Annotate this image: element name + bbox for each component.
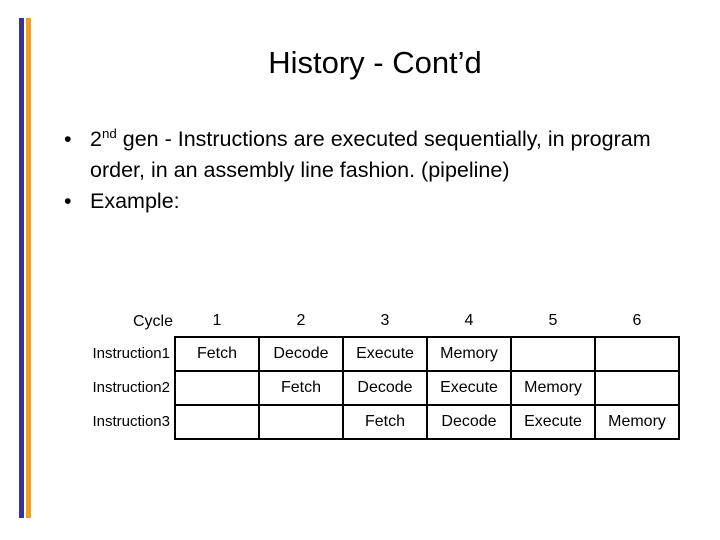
table-row: Instruction3 Fetch Decode Execute Memory: [41, 404, 680, 440]
cell-r1c4: Memory: [426, 336, 512, 372]
cell-r3c5: Execute: [510, 404, 596, 440]
cell-r3c1: [174, 404, 260, 440]
cell-r2c5: Memory: [510, 370, 596, 406]
pipeline-table: Cycle 1 2 3 4 5 6 Instruction1 Fetch Dec…: [41, 306, 680, 440]
column-header-5: 5: [548, 312, 558, 329]
row-label-instruction2: Instruction2: [92, 379, 170, 396]
bullet-1-superscript: nd: [101, 125, 117, 141]
cell-r1c1: Fetch: [174, 336, 260, 372]
row-label-instruction1: Instruction1: [92, 345, 170, 362]
column-header-6: 6: [632, 312, 642, 329]
column-header-4: 4: [464, 312, 474, 329]
row-label-instruction3: Instruction3: [92, 413, 170, 430]
pipeline-table-container: Cycle 1 2 3 4 5 6 Instruction1 Fetch Dec…: [41, 306, 681, 440]
accent-bar-orange: [26, 18, 31, 518]
cell-r1c3: Execute: [342, 336, 428, 372]
column-header-2: 2: [296, 312, 306, 329]
cell-r1c2: Decode: [258, 336, 344, 372]
bullet-marker-icon: •: [64, 189, 72, 213]
cell-r3c6: Memory: [594, 404, 680, 440]
cycle-corner-label: Cycle: [132, 312, 173, 330]
column-header-1: 1: [212, 312, 222, 329]
cell-r2c1: [174, 370, 260, 406]
bullet-list: • 2nd gen - Instructions are executed seq…: [58, 124, 698, 217]
pipeline-table-head: Cycle 1 2 3 4 5 6: [41, 306, 679, 337]
cell-r3c3: Fetch: [342, 404, 428, 440]
cell-r2c3: Decode: [342, 370, 428, 406]
cell-r2c2: Fetch: [258, 370, 344, 406]
cell-r1c5: [510, 336, 596, 372]
bullet-2-text: Example:: [90, 189, 180, 213]
list-item: • Example:: [58, 186, 698, 217]
cell-r1c6: [594, 336, 680, 372]
bullet-1-prefix: 2: [90, 127, 102, 151]
accent-bar-blue: [19, 18, 24, 518]
pipeline-table-body: Instruction1 Fetch Decode Execute Memory…: [41, 336, 680, 440]
bullet-1-text: gen - Instructions are executed sequenti…: [90, 127, 651, 182]
table-row: Instruction1 Fetch Decode Execute Memory: [41, 336, 680, 372]
cell-r3c4: Decode: [426, 404, 512, 440]
list-item: • 2nd gen - Instructions are executed seq…: [58, 124, 698, 186]
cell-r2c6: [594, 370, 680, 406]
page-title: History - Cont’d: [268, 45, 482, 80]
column-header-3: 3: [380, 312, 390, 329]
bullet-marker-icon: •: [64, 127, 72, 151]
table-header-row: Cycle 1 2 3 4 5 6: [41, 306, 679, 337]
cell-r2c4: Execute: [426, 370, 512, 406]
accent-bars: [0, 18, 40, 518]
table-row: Instruction2 Fetch Decode Execute Memory: [41, 370, 680, 406]
cell-r3c2: [258, 404, 344, 440]
